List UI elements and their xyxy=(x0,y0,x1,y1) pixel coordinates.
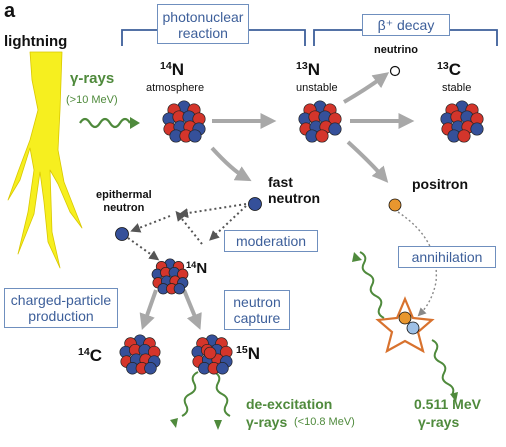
n14-atm-symbol: 14N xyxy=(160,60,184,79)
dotted-epithermal-to-n14 xyxy=(127,237,160,261)
c14-symbol: 14C xyxy=(78,346,102,365)
gamma-deexcitation-wave-left xyxy=(181,371,199,417)
fast-neutron-particle xyxy=(248,197,262,211)
deexcitation-title: de-excitation xyxy=(246,396,333,412)
c13-symbol: 13C xyxy=(437,60,461,79)
c13-label: stable xyxy=(442,82,472,94)
nucleon-sphere xyxy=(328,122,342,136)
nucleon-sphere xyxy=(457,129,471,143)
n13-label: unstable xyxy=(296,82,338,94)
charged-particle-production-box: charged-particle production xyxy=(4,288,118,328)
dotted-positron-to-star xyxy=(397,211,438,317)
photonuclear-reaction-box: photonuclear reaction xyxy=(157,4,249,44)
nucleon-sphere xyxy=(470,122,484,136)
nucleus-n15 xyxy=(191,334,233,375)
nucleon-sphere xyxy=(315,129,329,143)
dotted-up-to-mid xyxy=(175,210,203,245)
arrow-n14mid-to-c14 xyxy=(139,289,158,331)
nucleus-n13 xyxy=(298,100,342,143)
lightning-bolt xyxy=(7,51,83,269)
positron-label: positron xyxy=(412,176,468,192)
annihilation-gamma-energy: 0.511 MeV xyxy=(414,396,481,412)
epithermal-neutron-label: epithermal neutron xyxy=(96,189,152,214)
n14-mid-symbol: 14N xyxy=(186,259,208,277)
gamma-annihilation-wave-down xyxy=(431,339,455,396)
panel-letter: a xyxy=(4,0,16,22)
gamma-annihilation-arrow-down xyxy=(450,392,458,402)
lightning-label: lightning xyxy=(4,33,68,50)
nucleus-c14 xyxy=(119,334,161,375)
annihilation-star xyxy=(375,296,435,354)
star-positron xyxy=(398,311,412,325)
gamma-in-arrowhead xyxy=(130,117,140,129)
neutrino-label: neutrino xyxy=(374,44,418,56)
dotted-mid-to-epithermal xyxy=(130,215,171,233)
epithermal-neutron-particle xyxy=(115,227,129,241)
arrow-n14-to-fast-neutron xyxy=(210,146,252,182)
nucleus-n14-atmosphere xyxy=(162,100,206,143)
fast-neutron-label: fast neutron xyxy=(268,174,321,206)
nucleon-sphere xyxy=(173,283,185,295)
gamma-deexcitation-arrow-left xyxy=(170,418,178,428)
moderation-box: moderation xyxy=(224,230,318,252)
gamma-deexcitation-wave-right xyxy=(213,371,231,417)
gamma-in-title: γ-rays xyxy=(70,70,115,87)
neutrino-particle xyxy=(389,65,401,77)
deexcitation-energy: (<10.8 MeV) xyxy=(294,416,355,428)
neutron-capture-box: neutron capture xyxy=(224,290,290,330)
gamma-annihilation-wave-up xyxy=(359,251,385,319)
nucleon-sphere xyxy=(188,129,202,143)
annihilation-gamma-label: γ-rays xyxy=(418,414,460,430)
arrow-n13-to-positron xyxy=(346,140,389,183)
beta-decay-box: β⁺ decay xyxy=(362,14,450,36)
star-electron xyxy=(406,321,420,335)
arrow-n13-to-neutrino xyxy=(342,72,390,104)
gamma-annihilation-arrow-up xyxy=(352,252,362,262)
n15-symbol: 15N xyxy=(236,344,260,363)
nucleon-sphere xyxy=(216,362,229,375)
n13-symbol: 13N xyxy=(296,60,320,79)
n14-atm-label: atmosphere xyxy=(146,82,205,94)
nucleus-c13 xyxy=(440,100,484,143)
gamma-in-energy: (>10 MeV) xyxy=(66,94,118,106)
nucleon-sphere xyxy=(144,362,157,375)
arrow-n14mid-to-n15 xyxy=(182,289,202,330)
deexcitation-gamma: γ-rays xyxy=(246,414,288,430)
dotted-fast-to-mid xyxy=(178,203,247,219)
nucleon-sphere xyxy=(203,346,217,360)
annihilation-box: annihilation xyxy=(398,246,496,268)
gamma-in-wave xyxy=(79,117,131,129)
gamma-deexcitation-arrow-right xyxy=(214,420,222,430)
positron-particle xyxy=(388,198,402,212)
nucleus-n14-mid xyxy=(151,258,189,295)
